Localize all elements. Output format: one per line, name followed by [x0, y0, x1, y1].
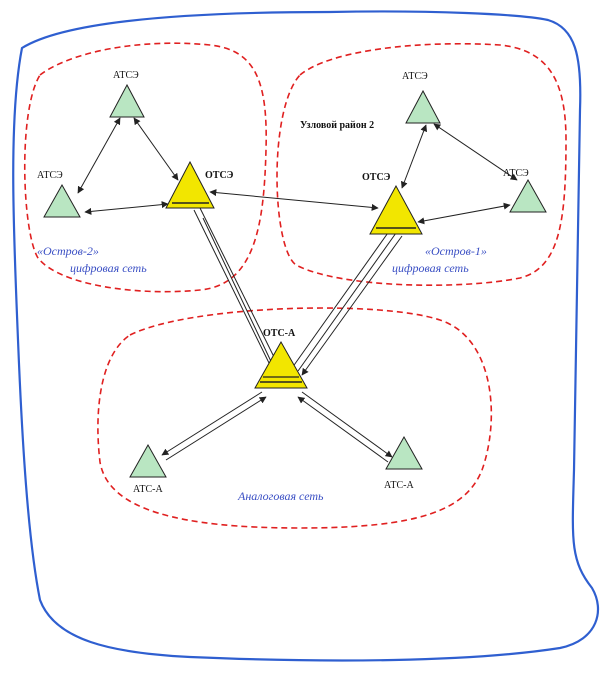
node-ats-a-right: [385, 435, 423, 470]
link-ots-a-ats-a-left: [161, 391, 267, 461]
zone-island-1-name: «Остров-1»: [425, 244, 487, 258]
node-atse-top-left: [109, 83, 145, 118]
label-ots-a: ОТС-А: [263, 328, 296, 339]
label-ats-a-right: АТС-А: [384, 480, 414, 491]
node-otse-right: [369, 184, 423, 235]
link-ots-a-ats-a-right: [297, 391, 393, 463]
link-atse-top-left-otse-left: [133, 117, 179, 181]
node-atse-left: [43, 183, 81, 218]
zone-island-2: [23, 42, 267, 293]
node-ots-a: [254, 340, 308, 389]
link-atse-top-left-atse-left: [77, 117, 121, 194]
link-otse-right-atse-right: [417, 202, 511, 225]
zone-island-2-type: цифровая сеть: [70, 261, 147, 275]
zone-analog: [97, 307, 493, 529]
link-atse-top-right-atse-right: [433, 123, 518, 181]
trunk-otse-right-ots-a: [291, 229, 403, 376]
label-atse-top-left: АТСЭ: [113, 70, 139, 81]
zone-island-1: [276, 43, 567, 287]
label-otse-left: ОТСЭ: [205, 170, 234, 181]
zone-analog-name: Аналоговая сеть: [237, 489, 324, 503]
label-atse-right: АТСЭ: [503, 168, 529, 179]
label-otse-right: ОТСЭ: [362, 172, 391, 183]
label-ats-a-left: АТС-А: [133, 484, 163, 495]
zone-island-2-name: «Остров-2»: [37, 244, 99, 258]
node-atse-right: [509, 178, 547, 213]
label-uzlovoy-rayon: Узловой район 2: [300, 120, 374, 131]
label-atse-top-right: АТСЭ: [402, 71, 428, 82]
label-atse-left: АТСЭ: [37, 170, 63, 181]
node-otse-left: [165, 160, 215, 209]
node-ats-a-left: [129, 443, 167, 478]
node-atse-top-right: [405, 89, 441, 124]
zone-island-1-type: цифровая сеть: [392, 261, 469, 275]
link-otse-left-otse-right: [209, 189, 379, 211]
link-atse-top-right-otse-right: [400, 124, 428, 189]
outer-boundary: [12, 10, 600, 662]
trunk-otse-left-ots-a: [193, 207, 278, 373]
link-atse-left-otse-left: [84, 201, 169, 215]
